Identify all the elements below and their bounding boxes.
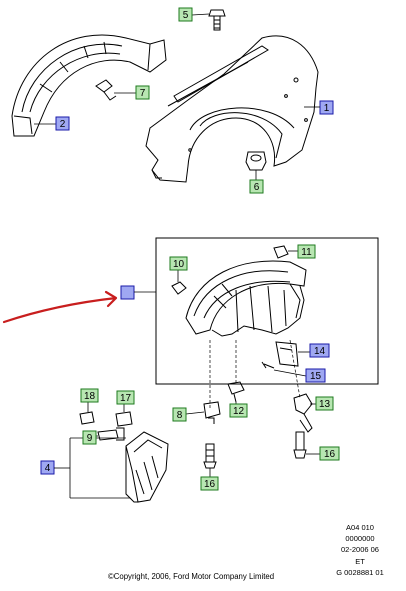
- svg-text:17: 17: [120, 393, 132, 404]
- svg-text:16: 16: [204, 479, 216, 490]
- svg-text:18: 18: [84, 391, 96, 402]
- svg-text:8: 8: [177, 410, 183, 421]
- guide-lines: [209, 339, 301, 410]
- screw-16-center: [203, 443, 217, 469]
- svg-text:12: 12: [233, 406, 245, 417]
- svg-text:14: 14: [314, 346, 326, 357]
- callout-18: 18: [80, 388, 99, 403]
- splash-shield-4: [125, 431, 169, 503]
- svg-text:16: 16: [324, 449, 336, 460]
- rear-wheel-arch-liner: [185, 260, 307, 337]
- reference-line-3: 02-2006 06: [341, 545, 379, 555]
- annotation-arrow: [2, 290, 118, 324]
- callout-14: 14: [309, 343, 330, 358]
- callout-10: 10: [169, 256, 188, 271]
- reference-line-2: 0000000: [345, 534, 375, 544]
- clip-12: [227, 381, 245, 403]
- callout-11: 11: [297, 244, 316, 259]
- leader-15: [273, 369, 307, 377]
- svg-text:15: 15: [310, 371, 322, 382]
- copyright-notice: ©Copyright, 2006, Ford Motor Company Lim…: [108, 572, 275, 581]
- fender-panel: [145, 35, 319, 183]
- svg-text:7: 7: [140, 88, 146, 99]
- callout-15: 15: [305, 368, 326, 383]
- bracket-lines-4: [60, 437, 130, 499]
- clip-17: [115, 411, 133, 427]
- reference-line-1: A04 010: [346, 523, 374, 532]
- clip-8: [203, 401, 221, 424]
- svg-text:13: 13: [319, 399, 331, 410]
- callout-4: 4: [40, 460, 55, 475]
- callout-6: 6: [249, 179, 264, 194]
- screw-5: [208, 9, 226, 31]
- leader-5: [191, 13, 210, 16]
- screw-16-right: [293, 431, 307, 459]
- clip-18: [79, 411, 95, 425]
- screw-15: [261, 361, 275, 369]
- nut-6: [245, 151, 267, 171]
- callout-16-right: 16: [319, 446, 340, 461]
- svg-text:5: 5: [183, 10, 189, 21]
- reference-line-5: G 0028881 01: [336, 567, 384, 577]
- bracket-13: [293, 393, 313, 433]
- callout-8: 8: [172, 407, 187, 422]
- clip-7: [95, 79, 117, 101]
- svg-text:6: 6: [254, 182, 260, 193]
- callout-7: 7: [135, 85, 150, 100]
- svg-text:11: 11: [301, 247, 312, 258]
- reference-line-4: ET: [355, 556, 365, 566]
- callout-12: 12: [229, 403, 248, 418]
- callout-1: 1: [319, 100, 334, 115]
- svg-text:1: 1: [324, 103, 330, 114]
- svg-text:9: 9: [87, 433, 93, 444]
- front-wheel-arch-liner: [11, 34, 167, 137]
- callout-13: 13: [315, 396, 334, 411]
- callout-17: 17: [116, 390, 135, 405]
- callout-unlabeled: [120, 285, 135, 300]
- clip-10: [171, 281, 187, 295]
- callout-9: 9: [82, 430, 97, 445]
- detail-frame: [155, 237, 379, 385]
- svg-text:4: 4: [45, 463, 51, 474]
- svg-text:10: 10: [173, 259, 185, 270]
- callout-16-center: 16: [200, 476, 219, 491]
- leader-8: [185, 411, 205, 415]
- svg-text:2: 2: [60, 119, 66, 130]
- mud-flap-14: [275, 341, 299, 367]
- reference-block: A04 010 0000000 02-2006 06 ET G 0028881 …: [318, 522, 402, 578]
- callout-5: 5: [178, 7, 193, 22]
- clip-11: [273, 245, 289, 259]
- callout-2: 2: [55, 116, 70, 131]
